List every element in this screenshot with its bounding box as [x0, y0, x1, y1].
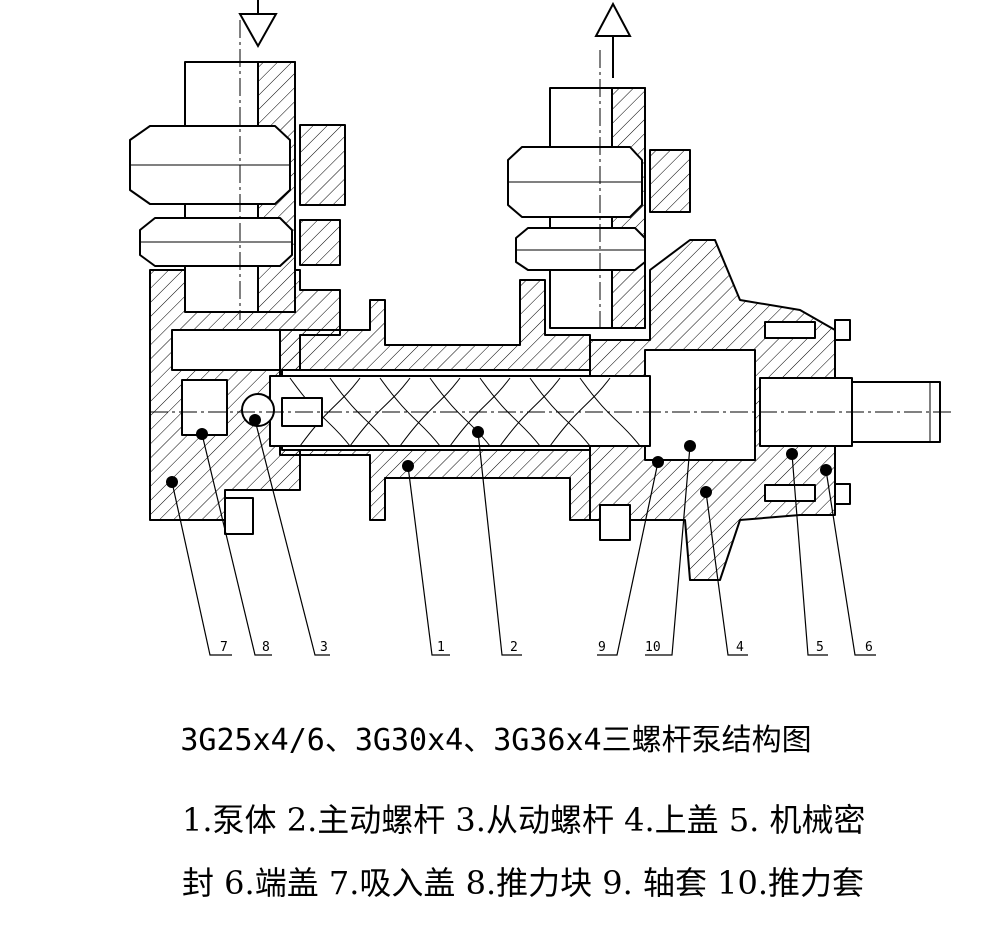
- parts-legend-line-2: 封 6.端盖 7.吸入盖 8.推力块 9. 轴套 10.推力套: [182, 864, 865, 902]
- part-label-6: 6: [865, 640, 873, 655]
- screw-rotors: [241, 375, 651, 447]
- diagram-title: 3G25x4/6、3G30x4、3G36x4三螺杆泵结构图: [180, 723, 812, 758]
- part-label-10: 10: [645, 640, 661, 655]
- part-label-3: 3: [320, 640, 328, 655]
- outlet-flow-arrow: [594, 1, 632, 78]
- parts-legend-line-1: 1.泵体 2.主动螺杆 3.从动螺杆 4.上盖 5. 机械密: [182, 801, 866, 839]
- part-label-9: 9: [598, 640, 606, 655]
- part-label-2: 2: [510, 640, 518, 655]
- inlet-fitting: [129, 61, 346, 313]
- inlet-flow-arrow: [238, 0, 278, 49]
- part-label-8: 8: [262, 640, 270, 655]
- part-label-5: 5: [816, 640, 824, 655]
- part-label-7: 7: [220, 640, 228, 655]
- suction-cover: [149, 269, 341, 535]
- part-label-4: 4: [736, 640, 744, 655]
- pump-cross-section-drawing: 7 8 3 1 2 9 10 4 5 6: [129, 0, 955, 656]
- part-leaders: [166, 414, 876, 656]
- outlet-fitting: [507, 87, 691, 329]
- part-label-1: 1: [437, 640, 445, 655]
